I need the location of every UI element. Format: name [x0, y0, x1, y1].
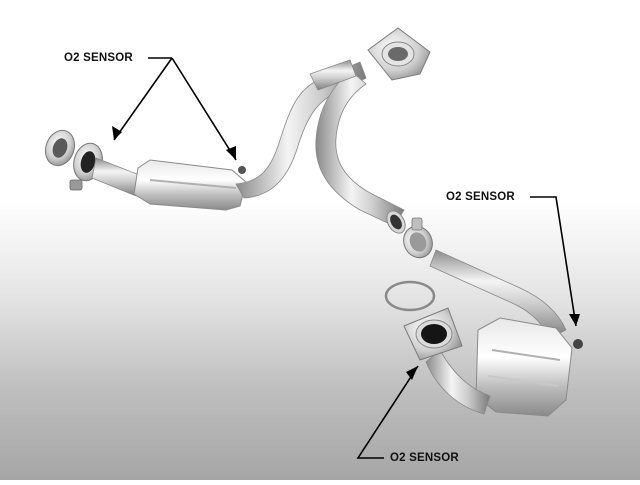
o2-sensor-bung-right	[573, 339, 583, 349]
pipe-clamp	[403, 217, 433, 259]
o2-sensor-label-bottom: O2 SENSOR	[390, 452, 459, 464]
gasket-ring	[384, 280, 436, 312]
pointer-to-inlet-sensor	[113, 57, 173, 141]
o2-sensor-label-top-left: O2 SENSOR	[64, 52, 133, 64]
pointer-to-right-sensor	[530, 196, 577, 327]
y-pipe	[309, 27, 431, 234]
pointer-arrowheads	[112, 126, 580, 380]
left-converter-assembly	[44, 61, 367, 211]
callout-pointers	[113, 57, 577, 459]
pointer-to-outlet-sensor	[171, 57, 237, 161]
catalytic-converter-right	[475, 317, 573, 417]
right-converter-assembly	[403, 249, 583, 417]
o2-sensor-bung-left	[238, 166, 246, 174]
pointer-to-bottom-sensor	[356, 365, 419, 459]
o2-sensor-label-right: O2 SENSOR	[446, 191, 515, 203]
catalytic-converter-left	[133, 159, 247, 211]
